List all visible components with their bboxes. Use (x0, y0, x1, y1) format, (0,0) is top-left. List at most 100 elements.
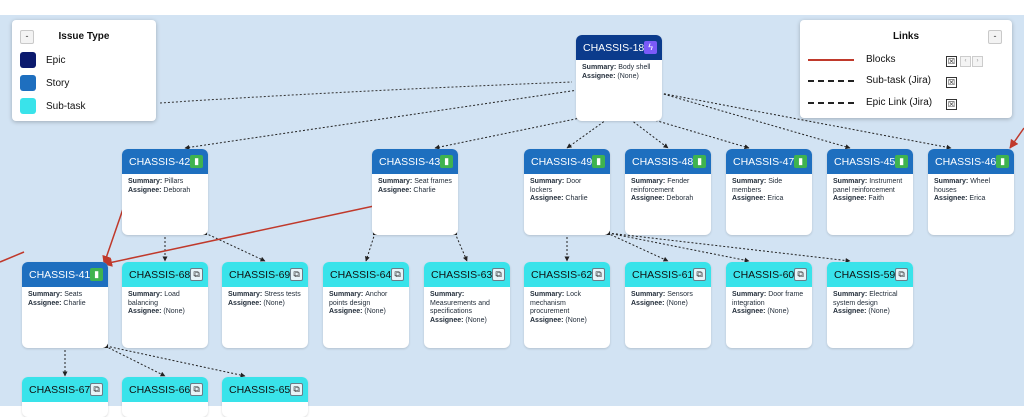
subtask-checkbox[interactable]: ☒ (946, 77, 957, 88)
issue-card-header: CHASSIS-41▮ (22, 262, 108, 287)
issue-key[interactable]: CHASSIS-69 (229, 268, 291, 281)
blocks-checkbox[interactable]: ☒ (946, 56, 957, 67)
subtask-type-icon: ⧉ (895, 268, 908, 281)
story-type-icon: ▮ (794, 155, 807, 168)
issue-card-chassis-65[interactable]: CHASSIS-65⧉ (222, 377, 308, 417)
links-legend-title: Links (892, 31, 920, 42)
issue-card-header: CHASSIS-47▮ (726, 149, 812, 174)
issue-summary: Summary: Anchor points design (329, 291, 388, 307)
story-type-icon: ▮ (440, 155, 453, 168)
issue-assignee: Assignee: (None) (582, 72, 639, 80)
blocks-next-button[interactable]: › (972, 56, 983, 67)
issue-assignee: Assignee: (None) (732, 308, 789, 315)
issue-type-legend-title: Issue Type (58, 31, 110, 42)
blocks-line-sample (808, 58, 854, 61)
subtask-type-icon: ⧉ (592, 268, 605, 281)
issue-key[interactable]: CHASSIS-64 (330, 268, 392, 281)
issue-card-chassis-67[interactable]: CHASSIS-67⧉ (22, 377, 108, 417)
subtask-type-icon: ⧉ (90, 383, 103, 396)
issue-card-chassis-64[interactable]: CHASSIS-64⧉Summary: Anchor points design… (323, 262, 409, 348)
link-label-subtask: Sub-task (Jira) (866, 75, 932, 86)
issue-card-header: CHASSIS-65⧉ (222, 377, 308, 402)
issue-summary: Summary: Stress tests (228, 291, 301, 298)
issue-summary: Summary: Door lockers (530, 178, 582, 194)
issue-assignee: Assignee: (None) (430, 316, 487, 324)
issue-summary: Summary: Sensors (631, 291, 693, 298)
issue-key[interactable]: CHASSIS-43 (379, 155, 441, 168)
issue-key[interactable]: CHASSIS-65 (229, 383, 291, 396)
issue-card-chassis-59[interactable]: CHASSIS-59⧉ Summary: Electrical system de… (827, 262, 913, 348)
link-item-subtask: Sub-task (Jira) (808, 75, 931, 86)
issue-key[interactable]: CHASSIS-62 (531, 268, 593, 281)
issue-card-chassis-45[interactable]: CHASSIS-45▮Summary: Instrument panel rei… (827, 149, 913, 235)
issue-key[interactable]: CHASSIS-59 (834, 268, 896, 281)
issue-card-chassis-48[interactable]: CHASSIS-48▮Summary: Fender reinforcement… (625, 149, 711, 235)
issue-key[interactable]: CHASSIS-66 (129, 383, 191, 396)
story-type-icon: ▮ (996, 155, 1009, 168)
issue-card-header: CHASSIS-60⧉ (726, 262, 812, 287)
issue-card-header: CHASSIS-49▮ (524, 149, 610, 174)
issue-card-chassis-66[interactable]: CHASSIS-66⧉ (122, 377, 208, 417)
legend-item-epic: Epic (20, 52, 65, 68)
issue-card-header: CHASSIS-63⧉ (424, 262, 510, 287)
issue-key[interactable]: CHASSIS-42 (129, 155, 191, 168)
link-item-epic: Epic Link (Jira) (808, 97, 932, 108)
epic-type-icon: ϟ (644, 41, 657, 54)
issue-key[interactable]: CHASSIS-49 (531, 155, 593, 168)
issue-card-header: CHASSIS-67⧉ (22, 377, 108, 402)
legend-item-story: Story (20, 75, 69, 91)
issue-key[interactable]: CHASSIS-61 (632, 268, 694, 281)
issue-type-minimize-button[interactable]: - (20, 30, 34, 44)
issue-assignee: Assignee: (None) (631, 299, 688, 307)
issue-summary: Summary: Electrical system design (833, 291, 898, 307)
link-label-epic: Epic Link (Jira) (866, 97, 933, 108)
subtask-type-icon: ⧉ (794, 268, 807, 281)
subtask-type-icon: ⧉ (190, 268, 203, 281)
blocks-prev-button[interactable]: ‹ (960, 56, 971, 67)
issue-key[interactable]: CHASSIS-18 (583, 41, 645, 54)
issue-key[interactable]: CHASSIS-60 (733, 268, 795, 281)
issue-key[interactable]: CHASSIS-45 (834, 155, 896, 168)
issue-card-chassis-60[interactable]: CHASSIS-60⧉Summary: Door frame integrati… (726, 262, 812, 348)
issue-card-header: CHASSIS-62⧉ (524, 262, 610, 287)
issue-card-chassis-62[interactable]: CHASSIS-62⧉ Summary: Lock mechanism procu… (524, 262, 610, 348)
links-minimize-button[interactable]: - (988, 30, 1002, 44)
issue-summary: Summary: Instrument panel reinforcement (833, 178, 903, 194)
issue-card-header: CHASSIS-45▮ (827, 149, 913, 174)
story-swatch (20, 75, 36, 91)
legend-item-subtask: Sub-task (20, 98, 85, 114)
issue-card-header: CHASSIS-42▮ (122, 149, 208, 174)
issue-key[interactable]: CHASSIS-67 (29, 383, 91, 396)
issue-key[interactable]: CHASSIS-41 (29, 268, 91, 281)
issue-card-header: CHASSIS-66⧉ (122, 377, 208, 402)
story-type-icon: ▮ (90, 268, 103, 281)
issue-key[interactable]: CHASSIS-46 (935, 155, 997, 168)
issue-key[interactable]: CHASSIS-47 (733, 155, 795, 168)
issue-key[interactable]: CHASSIS-68 (129, 268, 191, 281)
issue-card-header: CHASSIS-43▮ (372, 149, 458, 174)
issue-key[interactable]: CHASSIS-48 (632, 155, 694, 168)
issue-card-chassis-63[interactable]: CHASSIS-63⧉Summary: Measurements and spe… (424, 262, 510, 348)
story-type-icon: ▮ (895, 155, 908, 168)
issue-key[interactable]: CHASSIS-63 (431, 268, 493, 281)
issue-card-header: CHASSIS-68⧉ (122, 262, 208, 287)
epic-link-checkbox[interactable]: ☒ (946, 99, 957, 110)
issue-summary: Summary: Lock mechanism procurement (530, 291, 581, 315)
issue-assignee: Assignee: (None) (128, 308, 185, 315)
